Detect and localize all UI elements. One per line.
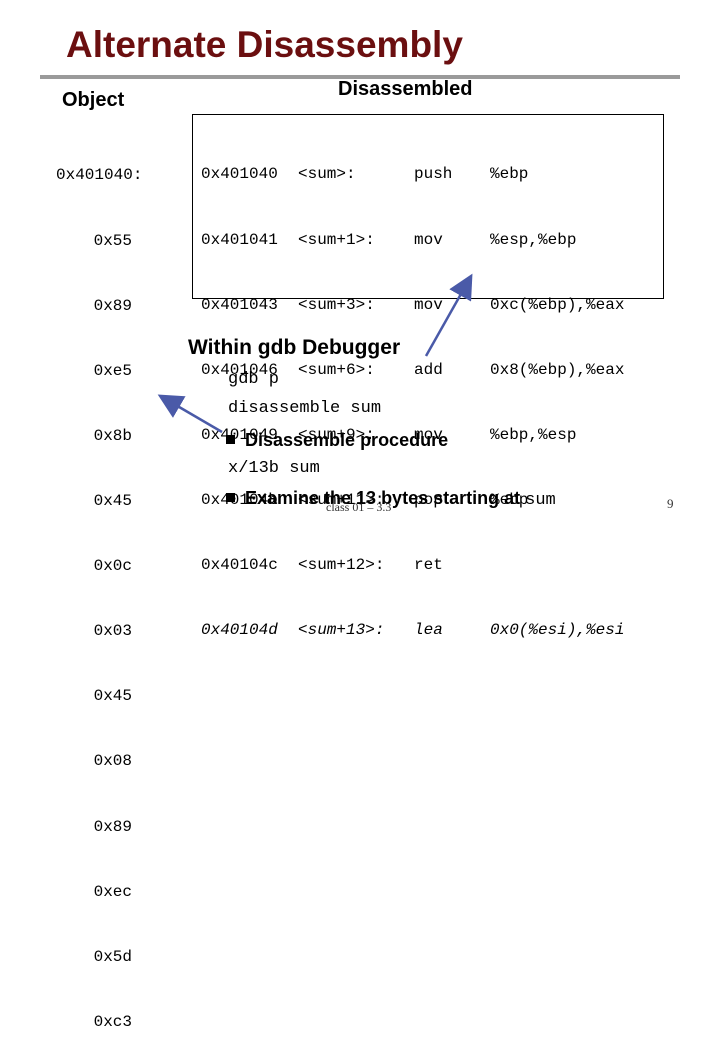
disassembled-header: Disassembled (338, 78, 473, 100)
disasm-label: <sum+1>: (298, 230, 375, 249)
disasm-label: <sum+3>: (298, 295, 375, 314)
disasm-opcode: push (414, 165, 453, 184)
object-byte: 0x08 (93, 752, 132, 771)
object-byte: 0x8b (93, 426, 132, 445)
inline-code: sum (525, 491, 556, 510)
disasm-operand: 0x0(%esi),%esi (490, 621, 625, 640)
disasm-operand: 0x8(%ebp),%eax (490, 360, 625, 379)
disassembly-box: 0x401040 0x401041 0x401043 0x401046 0x40… (192, 114, 664, 639)
gdb-heading: Within gdb Debugger (188, 336, 401, 359)
object-byte: 0x55 (93, 231, 132, 250)
disasm-opcode: mov (414, 425, 443, 444)
gdb-command: x/13b sum (228, 459, 320, 478)
bullet-square-icon (226, 434, 235, 444)
disasm-opcode: ret (414, 556, 443, 575)
object-byte: 0x5d (93, 947, 132, 966)
disasm-opcode: mov (414, 230, 443, 249)
object-address: 0x401040: (56, 166, 143, 185)
disasm-label: <sum+9>: (298, 425, 375, 444)
disasm-address: 0x401043 (201, 295, 278, 314)
disasm-opcode: lea (414, 621, 443, 640)
bullet-text: Disassemble procedure (245, 430, 449, 450)
disasm-address: 0x40104b (201, 490, 278, 509)
object-byte: 0x0c (93, 557, 132, 576)
object-byte: 0x89 (93, 296, 132, 315)
object-byte: 0xec (93, 882, 132, 901)
title-underline (40, 75, 680, 79)
object-byte: 0xc3 (93, 1012, 132, 1031)
disasm-operand: %ebp,%esp (490, 425, 577, 444)
object-byte: 0x45 (93, 491, 132, 510)
object-byte: 0xe5 (93, 361, 132, 380)
disasm-address: 0x401046 (201, 360, 278, 379)
disasm-label: <sum+12>: (298, 556, 385, 575)
page-number: 9 (667, 496, 674, 511)
footer-course: class 01 – 3.3 (326, 500, 392, 514)
disasm-operand: %esp,%ebp (490, 230, 577, 249)
bullet-item: Examine the 13 bytes starting at sum (226, 488, 556, 510)
disasm-operand: %ebp (490, 490, 529, 509)
disasm-address: 0x40104d (201, 621, 278, 640)
slide-title: Alternate Disassembly (66, 24, 463, 65)
disasm-opcode: pop (414, 490, 443, 509)
object-byte: 0x89 (93, 817, 132, 836)
disasm-operand: %ebp (490, 165, 529, 184)
disasm-operand: 0xc(%ebp),%eax (490, 295, 625, 314)
bullet-square-icon (226, 492, 235, 502)
gdb-command: disassemble sum (228, 399, 382, 418)
gdb-command: gdb p (228, 370, 280, 389)
disasm-address: 0x401041 (201, 230, 278, 249)
arrow-to-disassembly-icon (424, 273, 473, 357)
disasm-address: 0x401040 (201, 165, 278, 184)
object-byte: 0x45 (93, 687, 132, 706)
disasm-opcode: mov (414, 295, 443, 314)
disasm-address: 0x40104c (201, 556, 278, 575)
bullet-text: Examine the 13 bytes starting at (245, 488, 521, 508)
bullet-item: Disassemble procedure (226, 430, 448, 451)
disasm-opcode: add (414, 360, 443, 379)
disasm-label: <sum+13>: (298, 621, 385, 640)
arrow-to-object-icon (157, 394, 223, 434)
object-header: Object (62, 89, 125, 111)
disasm-label: <sum+6>: (298, 360, 375, 379)
disasm-operand: ​ (490, 555, 624, 577)
disasm-label: <sum+11>: (298, 490, 385, 509)
disasm-label: <sum>: (298, 165, 356, 184)
arrows-overlay (157, 273, 473, 434)
object-byte: 0x03 (93, 622, 132, 641)
